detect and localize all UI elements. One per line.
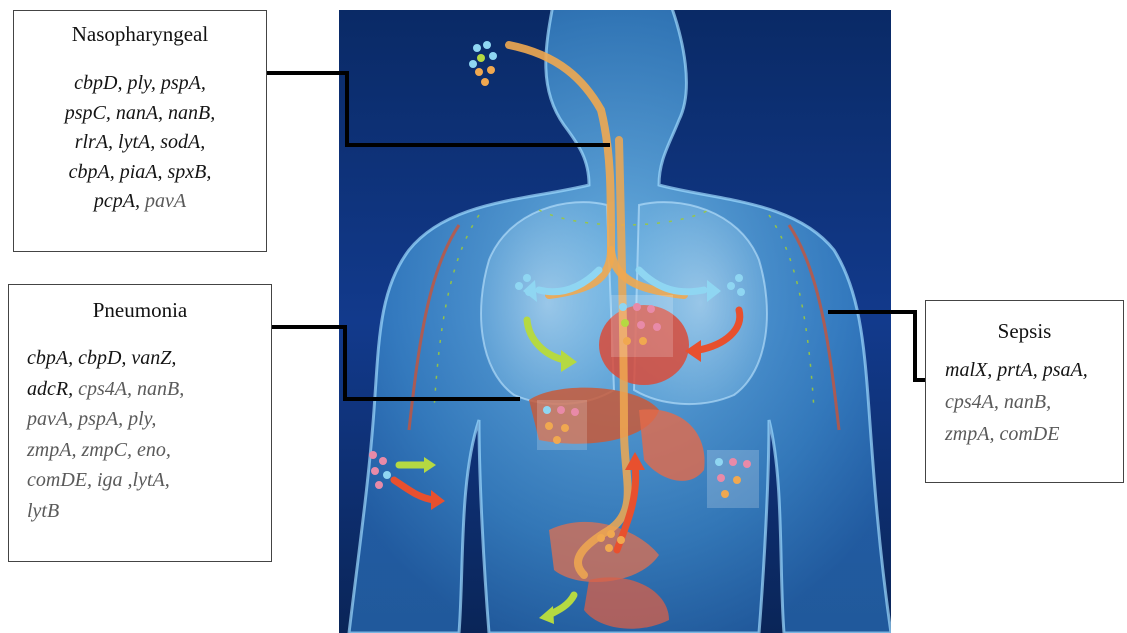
gene-text: pcpA,: [94, 190, 145, 212]
gene-text: cbpA, piaA, spxB,: [69, 161, 212, 183]
gene-line: lytB: [27, 496, 271, 527]
sepsis-gene-list: malX, prtA, psaA, cps4A, nanB, zmpA, comDE: [926, 354, 1123, 450]
gene-line: adcR, cps4A, nanB,: [27, 374, 271, 405]
bacteria-cluster-icon: [707, 450, 759, 508]
gene-line: malX, prtA, psaA,: [945, 354, 1123, 386]
gene-line: rlrA, lytA, sodA,: [14, 128, 266, 158]
gene-line: cbpA, cbpD, vanZ,: [27, 343, 271, 374]
gene-text: adcR,: [27, 378, 78, 400]
gene-line: pcpA, pavA: [14, 187, 266, 217]
gene-text: cps4A, nanB,: [945, 391, 1051, 413]
pneumonia-box: Pneumonia cbpA, cbpD, vanZ, adcR, cps4A, …: [8, 284, 272, 562]
bacteria-cluster-icon: [611, 295, 673, 357]
nasopharyngeal-box: Nasopharyngeal cbpD, ply, pspA, pspC, nan…: [13, 10, 267, 252]
gene-text: cbpA, cbpD, vanZ,: [27, 347, 176, 369]
gene-text: cbpD, ply, pspA,: [74, 72, 206, 94]
gene-text: pspC, nanA, nanB,: [65, 102, 216, 124]
bacteria-cluster-icon: [537, 400, 587, 450]
gene-line: pspC, nanA, nanB,: [14, 99, 266, 129]
gene-line: cbpA, piaA, spxB,: [14, 158, 266, 188]
sepsis-box: Sepsis malX, prtA, psaA, cps4A, nanB, zmpA…: [925, 300, 1124, 483]
gene-text: pavA, pspA, ply,: [27, 408, 156, 430]
human-body-illustration: [339, 10, 891, 633]
pneumonia-title: Pneumonia: [9, 298, 271, 323]
gene-line: cps4A, nanB,: [945, 386, 1123, 418]
gene-line: zmpA, zmpC, eno,: [27, 435, 271, 466]
gene-text: lytB: [27, 500, 59, 522]
gene-text: zmpA, zmpC, eno,: [27, 439, 171, 461]
gene-text: rlrA, lytA, sodA,: [75, 131, 206, 153]
gene-text: zmpA, comDE: [945, 423, 1059, 445]
gene-line: comDE, iga ,lytA,: [27, 465, 271, 496]
gene-text: pavA: [145, 190, 186, 212]
pneumonia-gene-list: cbpA, cbpD, vanZ, adcR, cps4A, nanB, pavA,…: [9, 343, 271, 526]
gene-text: cps4A, nanB,: [78, 378, 184, 400]
gene-line: cbpD, ply, pspA,: [14, 69, 266, 99]
gene-text: comDE, iga ,lytA,: [27, 469, 170, 491]
nasopharyngeal-gene-list: cbpD, ply, pspA, pspC, nanA, nanB, rlrA, l…: [14, 69, 266, 217]
sepsis-title: Sepsis: [926, 319, 1123, 344]
gene-text: malX, prtA, psaA,: [945, 359, 1088, 381]
gene-line: pavA, pspA, ply,: [27, 404, 271, 435]
nasopharyngeal-title: Nasopharyngeal: [14, 22, 266, 47]
gene-line: zmpA, comDE: [945, 418, 1123, 450]
